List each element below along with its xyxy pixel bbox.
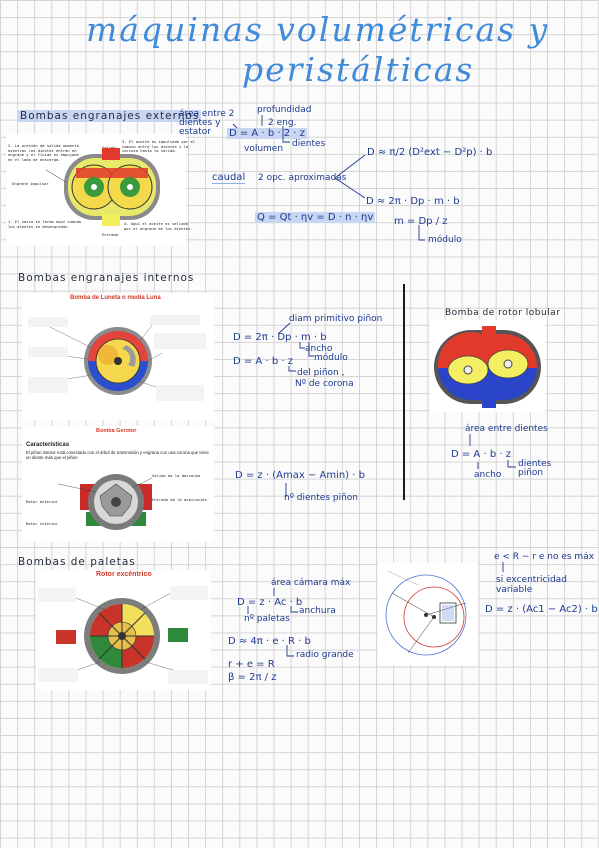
ext-label-entrada: Entrada <box>102 232 119 237</box>
vane-radio-grande: radio grande <box>296 650 354 660</box>
ext-area-label: área entre 2 dientes y estator <box>179 109 235 137</box>
vane-geometry-sketch <box>378 563 478 665</box>
luneta-pump-image: Bomba de Luneta o media Luna <box>22 293 214 420</box>
vane-anchura: anchura <box>299 606 336 616</box>
gerotor-title: Bomba Gerotor <box>96 428 137 434</box>
luneta-title: Bomba de Luneta o media Luna <box>70 295 161 301</box>
ext-note-3: 3. El aceite es impulsado por el camino … <box>122 139 196 154</box>
vane-formula-ac: D = z · Ac · b <box>237 597 303 608</box>
ext-note-2: 2. La presión de salida aumenta mientras… <box>8 143 79 162</box>
ext-formula-2pi: D ≈ 2π · Dp · m · b <box>366 196 460 207</box>
vane-drawing <box>38 586 208 684</box>
gerotor-label-2: Entrada de la aspiración <box>152 497 207 502</box>
ext-formula-dext: D ≈ π/2 (D²ext − D²p) · b <box>367 147 493 158</box>
vane-excentricidad: si excentricidad variable <box>496 575 567 595</box>
vane-formula-var: D = z · (Ac1 − Ac2) · b <box>485 604 598 615</box>
vane-geometry-drawing <box>385 570 467 656</box>
gerotor-n-dientes: nº dientes piñon <box>284 493 359 503</box>
lobular-area: área entre dientes <box>465 424 548 434</box>
vane-title: Rotor excéntrico <box>96 571 152 578</box>
page-title-line2: peristálticas <box>242 50 475 89</box>
gerotor-label-4: Rotor interior <box>26 521 59 526</box>
ext-modulo: módulo <box>428 235 462 245</box>
int-modulo: módulo <box>314 353 348 363</box>
vane-n-paletas: nº paletas <box>244 614 290 624</box>
vane-condition: e < R − r e no es máx <box>494 552 595 562</box>
luneta-drawing <box>28 315 206 401</box>
column-divider <box>403 284 405 500</box>
gerotor-drawing <box>57 474 153 530</box>
lobular-pump-image <box>430 320 545 412</box>
lobular-dientes-pinon: dientes piñon <box>518 459 552 478</box>
gerotor-label-3: Rotor exterior <box>26 499 59 504</box>
ext-label-salida: Salida <box>102 145 116 150</box>
section-heading-lobular: Bomba de rotor lobular <box>445 308 561 318</box>
vane-formula-4pi: D ≈ 4π · e · R · b <box>228 636 311 647</box>
lobular-drawing <box>434 326 541 408</box>
section-heading-internos: Bombas engranajes internos <box>18 272 195 284</box>
int-ancho: ancho <box>305 344 333 354</box>
page-title-line1: máquinas volumétricas y <box>86 10 550 49</box>
int-formula-2pi: D = 2π · Dp · m · b <box>233 332 327 343</box>
section-heading-externos-text: Bombas engranajes externos <box>18 110 202 122</box>
gerotor-formula: D = z · (Amax − Amin) · b <box>235 470 365 481</box>
ext-dientes: dientes <box>292 139 326 149</box>
vane-area-camara: área cámara máx <box>271 578 351 588</box>
ext-formula-modulo: m = Dp / z <box>394 216 448 227</box>
lobular-ancho: ancho <box>474 470 502 480</box>
int-del-pinon: del piñon , <box>297 368 345 378</box>
int-formula-abz: D = A · b · z <box>233 356 293 367</box>
ext-note-4: 4. Aquí el aceite es sellado por el engr… <box>124 221 193 231</box>
ext-2eng: 2 eng. <box>268 118 297 128</box>
ext-aproximadas: 2 opc. aproximadas <box>258 173 347 183</box>
int-diam-primitivo: diam primitivo piñon <box>289 314 383 324</box>
section-heading-paletas: Bombas de paletas <box>18 556 136 568</box>
ext-profundidad: profundidad <box>257 105 312 115</box>
ext-label-engrane: Engrane impulsor <box>12 181 49 186</box>
section-heading-externos: Bombas engranajes externos <box>18 110 202 122</box>
ext-formula-abz: D = A · b · 2 · z <box>227 128 307 139</box>
gerotor-pump-image: Bomba Gerotor Características El piñon i… <box>22 426 214 542</box>
int-n-corona: Nº de corona <box>295 379 354 389</box>
gerotor-caract-text: El piñon interior está conectado con el … <box>26 450 209 460</box>
ext-formula-q: Q = Qt · ηv = D · n · ηv <box>255 212 376 223</box>
vane-beta: β = 2π / z <box>228 672 277 683</box>
external-gear-drawing <box>45 148 160 226</box>
gerotor-label-1: Salida de la descarga <box>152 473 201 478</box>
ext-note-1: 1. El vacío se forma aquí cuando los die… <box>8 219 82 229</box>
gerotor-caract: Características <box>26 442 70 448</box>
vane-r-e: r + e = R <box>228 659 275 670</box>
external-gear-pump-image: 2. La presión de salida aumenta mientras… <box>6 134 195 246</box>
ext-volumen: volumen <box>244 144 284 154</box>
vane-pump-image: Rotor excéntrico <box>36 570 211 690</box>
ext-caudal: caudal <box>212 172 246 184</box>
lobular-formula: D = A · b · z <box>451 449 511 460</box>
